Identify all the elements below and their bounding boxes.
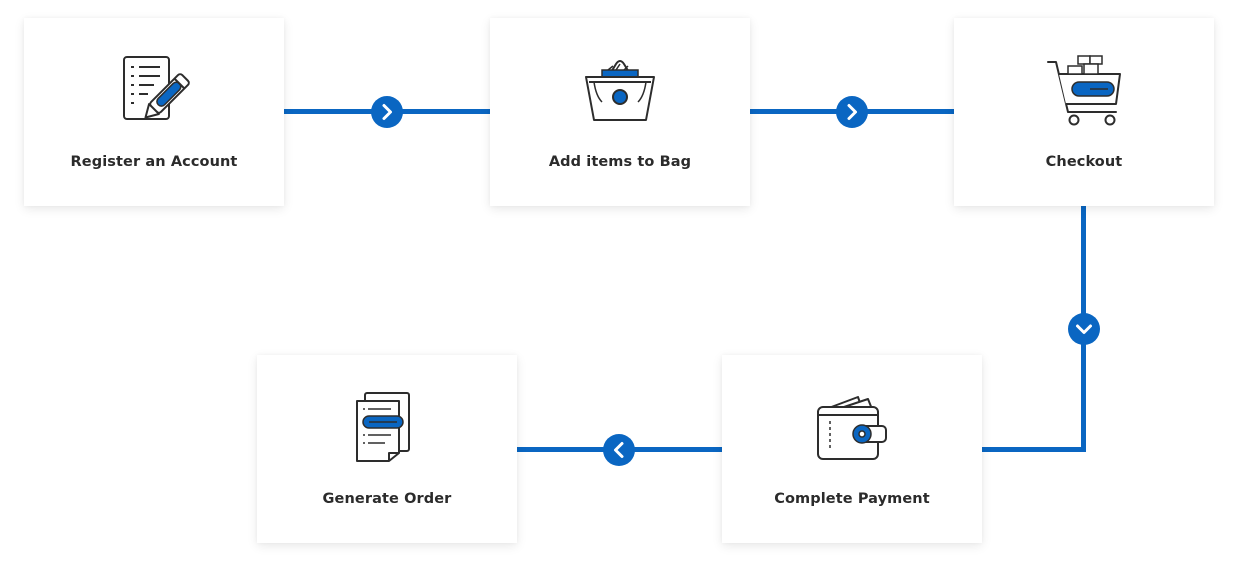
step-card-generate-order: Generate Order bbox=[257, 355, 517, 543]
step-label: Generate Order bbox=[322, 491, 452, 507]
wallet-payment-icon bbox=[812, 389, 892, 469]
shopping-bag-icon bbox=[580, 52, 660, 132]
step-label: Register an Account bbox=[70, 154, 238, 170]
step-card-checkout: Checkout bbox=[954, 18, 1214, 206]
chevron-down-icon bbox=[1068, 313, 1100, 345]
chevron-left-icon bbox=[603, 434, 635, 466]
chevron-right-icon bbox=[371, 96, 403, 128]
step-card-payment: Complete Payment bbox=[722, 355, 982, 543]
step-label: Add items to Bag bbox=[548, 154, 692, 170]
step-label: Complete Payment bbox=[774, 491, 930, 507]
connector-checkout-to-payment bbox=[982, 447, 1086, 452]
chevron-right-icon bbox=[836, 96, 868, 128]
step-card-add-to-bag: Add items to Bag bbox=[490, 18, 750, 206]
register-form-pencil-icon bbox=[114, 52, 194, 132]
order-document-icon bbox=[347, 389, 427, 469]
step-card-register: Register an Account bbox=[24, 18, 284, 206]
step-label: Checkout bbox=[1045, 154, 1123, 170]
shopping-cart-icon bbox=[1044, 52, 1124, 132]
